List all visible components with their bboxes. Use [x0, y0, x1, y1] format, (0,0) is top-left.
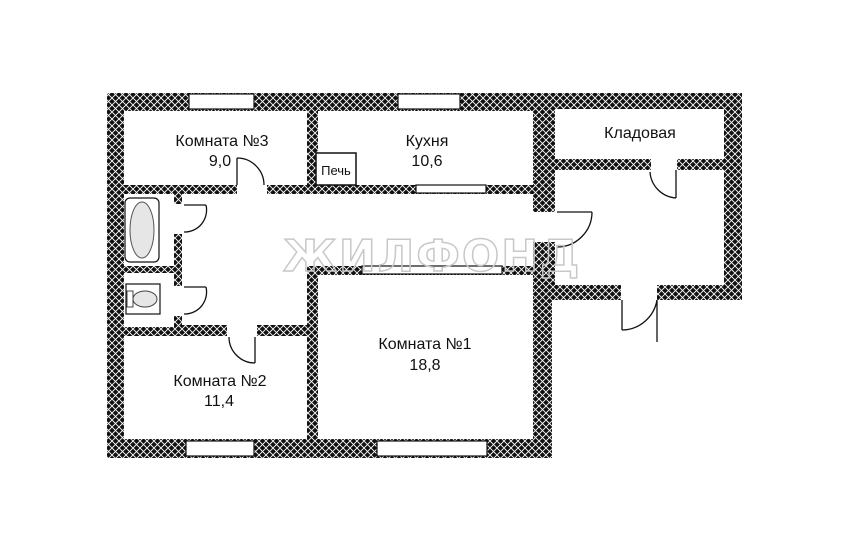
door-swings — [183, 157, 677, 364]
fixtures — [124, 152, 357, 315]
room1-area-value: 18,8 — [409, 357, 440, 374]
door-room3 — [236, 157, 265, 186]
room1-area — [318, 275, 533, 439]
door-room2 — [228, 336, 256, 364]
door-hall-right — [556, 211, 593, 248]
room2-name: Комната №2 — [173, 373, 266, 390]
door-pantry — [649, 170, 677, 199]
watermark: ЖИЛФОНД — [283, 231, 581, 282]
pantry-area — [555, 109, 724, 159]
room1-name: Комната №1 — [378, 336, 471, 353]
door-toilet — [183, 286, 208, 315]
room3-area — [124, 111, 307, 185]
windows — [185, 93, 503, 457]
room3-name: Комната №3 — [175, 133, 268, 150]
stove-label: Печь — [321, 163, 351, 178]
hallway-area — [182, 194, 533, 266]
window-room1 — [376, 440, 488, 457]
room2-area-value: 11,4 — [204, 393, 234, 410]
toilet-icon — [125, 283, 161, 315]
window-room2 — [185, 440, 255, 457]
door-openings — [172, 158, 677, 337]
pantry-name: Кладовая — [604, 125, 676, 142]
window-room3 — [188, 93, 255, 110]
back-room-area — [555, 170, 724, 285]
door-entrance — [621, 299, 658, 342]
window-kitchen — [397, 93, 461, 110]
window-inner-room1 — [361, 265, 503, 275]
window-inner-kitchen — [415, 184, 487, 194]
kitchen-name: Кухня — [406, 133, 449, 150]
bathtub-icon — [124, 197, 160, 263]
door-bathroom — [183, 204, 208, 233]
stove — [315, 152, 357, 186]
room3-area-value: 9,0 — [209, 153, 231, 170]
room-labels: Комната №3 9,0 Кухня 10,6 Печь Кладовая … — [173, 125, 675, 410]
kitchen-area-value: 10,6 — [411, 153, 442, 170]
hallway-lower — [182, 266, 307, 325]
room2-area — [124, 336, 307, 439]
